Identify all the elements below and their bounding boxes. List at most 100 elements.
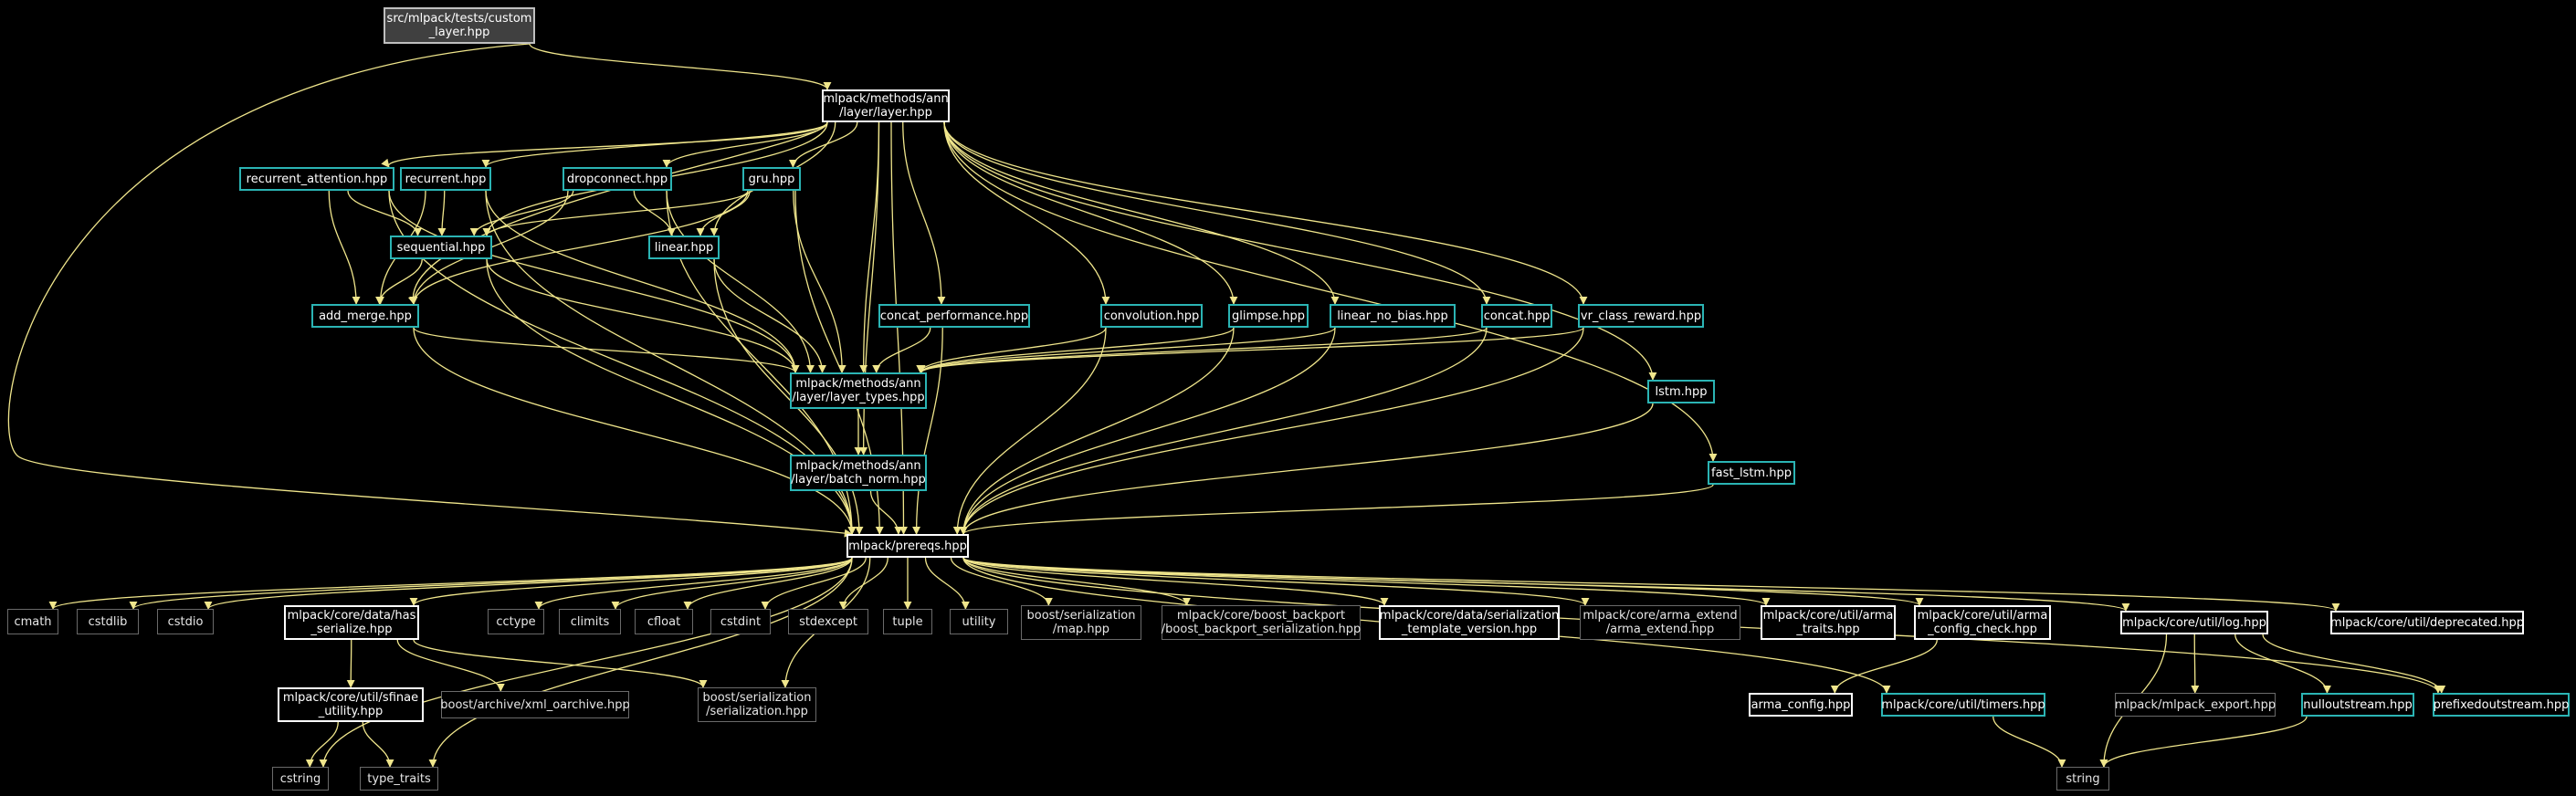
node-climits[interactable]: climits <box>559 609 621 634</box>
node-label: recurrent.hpp <box>405 172 487 186</box>
node-boost-serialization[interactable]: boost/serialization/serialization.hpp <box>698 687 816 722</box>
edge-add-merge-to-layer-types <box>413 327 800 373</box>
edge-layer-to-linear-no-bias <box>943 121 1340 305</box>
node-label: fast_lstm.hpp <box>1711 466 1792 480</box>
node-string[interactable]: string <box>2056 767 2109 791</box>
node-label: concat_performance.hpp <box>879 309 1029 323</box>
edge-concat-performance-to-layer-types <box>872 327 931 373</box>
node-layer-types[interactable]: mlpack/methods/ann/layer/layer_types.hpp <box>790 372 927 409</box>
node-label: mlpack/mlpack_export.hpp <box>2114 697 2276 712</box>
node-linear-no-bias[interactable]: linear_no_bias.hpp <box>1330 304 1456 328</box>
node-boost-map[interactable]: boost/serialization/map.hpp <box>1021 605 1141 640</box>
edge-nulloutstream-to-string <box>2099 716 2308 768</box>
node-fast-lstm[interactable]: fast_lstm.hpp <box>1708 461 1795 485</box>
node-boost-backport[interactable]: mlpack/core/boost_backport/boost_backpor… <box>1162 605 1361 640</box>
node-label-line: _traits.hpp <box>1796 623 1860 636</box>
node-arma-extend[interactable]: mlpack/core/arma_extend/arma_extend.hpp <box>1580 605 1740 640</box>
node-sfinae-utility[interactable]: mlpack/core/util/sfinae_utility.hpp <box>278 687 424 722</box>
node-arma-traits[interactable]: mlpack/core/util/arma_traits.hpp <box>1761 605 1896 640</box>
node-cstring[interactable]: cstring <box>272 767 329 791</box>
edge-prereqs-to-type-traits <box>428 557 853 768</box>
edge-prereqs-to-serialization-template-version <box>962 557 1389 606</box>
edge-dropconnect-to-layer-types <box>666 190 815 373</box>
node-mlpack-export[interactable]: mlpack/mlpack_export.hpp <box>2115 693 2276 717</box>
node-label-line: mlpack/methods/ann <box>823 92 949 106</box>
edge-prereqs-to-boost-backport <box>962 557 1191 606</box>
node-sequential[interactable]: sequential.hpp <box>390 236 492 259</box>
node-dropconnect[interactable]: dropconnect.hpp <box>563 167 672 191</box>
edge-add-merge-to-prereqs <box>413 327 857 535</box>
edge-convolution-to-layer-types <box>916 327 1107 373</box>
edge-gru-to-layer-types <box>793 190 846 373</box>
node-type-traits[interactable]: type_traits <box>360 767 438 791</box>
edge-prereqs-to-arma-extend <box>962 557 1590 606</box>
node-label: recurrent_attention.hpp <box>246 172 388 186</box>
edge-vr-class-reward-to-prereqs <box>959 327 1584 535</box>
node-deprecated[interactable]: mlpack/core/util/deprecated.hpp <box>2330 611 2524 634</box>
node-label: cmath <box>14 614 52 629</box>
edge-glimpse-to-prereqs <box>959 327 1235 535</box>
edge-prereqs-to-utility <box>924 557 970 610</box>
node-concat-performance[interactable]: concat_performance.hpp <box>878 304 1030 328</box>
node-convolution[interactable]: convolution.hpp <box>1100 304 1203 328</box>
node-batch-norm[interactable]: mlpack/methods/ann/layer/batch_norm.hpp <box>790 455 927 491</box>
edge-prereqs-to-boost-map <box>950 557 1053 606</box>
node-layer[interactable]: mlpack/methods/ann/layer/layer.hpp <box>822 89 950 122</box>
node-label: tuple <box>892 614 923 629</box>
node-has-serialize[interactable]: mlpack/core/data/has_serialize.hpp <box>284 605 419 640</box>
node-label: cfloat <box>647 614 681 629</box>
edge-log-to-nulloutstream <box>2234 634 2331 694</box>
node-gru[interactable]: gru.hpp <box>742 167 801 191</box>
node-log[interactable]: mlpack/core/util/log.hpp <box>2120 611 2268 634</box>
node-recurrent[interactable]: recurrent.hpp <box>400 167 491 191</box>
edge-prereqs-to-log <box>962 557 2130 612</box>
node-lstm[interactable]: lstm.hpp <box>1647 380 1715 403</box>
node-cstdint[interactable]: cstdint <box>710 609 771 634</box>
node-concat[interactable]: concat.hpp <box>1481 304 1552 328</box>
node-cmath[interactable]: cmath <box>7 609 58 634</box>
node-label: mlpack/core/util/log.hpp <box>2122 615 2266 630</box>
node-label-line: mlpack/core/util/sfinae <box>282 691 419 705</box>
node-label: mlpack/core/util/timers.hpp <box>1881 697 2045 712</box>
edge-lstm-to-prereqs <box>959 403 1654 535</box>
node-timers[interactable]: mlpack/core/util/timers.hpp <box>1881 693 2045 717</box>
node-linear[interactable]: linear.hpp <box>648 236 720 259</box>
node-label-line: mlpack/methods/ann <box>795 377 921 391</box>
node-recurrent-attention[interactable]: recurrent_attention.hpp <box>239 167 394 191</box>
node-cstdlib[interactable]: cstdlib <box>77 609 139 634</box>
node-label-line: _utility.hpp <box>318 705 384 718</box>
edge-prereqs-to-deprecated <box>962 557 2340 612</box>
edge-prereqs-to-stdexcept <box>838 557 888 610</box>
node-label-line: src/mlpack/tests/custom <box>386 12 532 26</box>
edge-custom-layer-to-layer <box>529 43 832 90</box>
node-arma-config-check[interactable]: mlpack/core/util/arma_config_check.hpp <box>1914 605 2051 640</box>
edge-log-to-prefixedoutstream <box>2262 634 2446 694</box>
edge-convolution-to-prereqs <box>952 327 1107 535</box>
node-utility[interactable]: utility <box>950 609 1008 634</box>
node-custom-layer[interactable]: src/mlpack/tests/custom_layer.hpp <box>384 7 535 44</box>
node-xml-oarchive[interactable]: boost/archive/xml_oarchive.hpp <box>440 691 630 718</box>
node-prereqs[interactable]: mlpack/prereqs.hpp <box>846 534 969 558</box>
node-label-line: /layer/batch_norm.hpp <box>791 473 926 487</box>
node-label-line: mlpack/methods/ann <box>795 459 921 473</box>
node-cstdio[interactable]: cstdio <box>157 609 214 634</box>
node-serialization-template-version[interactable]: mlpack/core/data/serialization_template_… <box>1379 605 1560 640</box>
node-label: string <box>2066 771 2100 786</box>
node-glimpse[interactable]: glimpse.hpp <box>1228 304 1309 328</box>
node-cfloat[interactable]: cfloat <box>635 609 693 634</box>
node-nulloutstream[interactable]: nulloutstream.hpp <box>2301 693 2414 717</box>
node-tuple[interactable]: tuple <box>883 609 932 634</box>
node-add-merge[interactable]: add_merge.hpp <box>311 304 419 328</box>
node-cctype[interactable]: cctype <box>488 609 544 634</box>
edge-layer-to-layer-types <box>859 121 880 373</box>
node-vr-class-reward[interactable]: vr_class_reward.hpp <box>1578 304 1704 328</box>
node-prefixedoutstream[interactable]: prefixedoutstream.hpp <box>2433 693 2570 717</box>
node-label: boost/archive/xml_oarchive.hpp <box>440 697 630 712</box>
node-arma-config[interactable]: arma_config.hpp <box>1749 693 1853 717</box>
node-label-line: mlpack/core/util/arma <box>1917 609 2048 623</box>
node-stdexcept[interactable]: stdexcept <box>788 609 868 634</box>
node-label: convolution.hpp <box>1103 309 1200 323</box>
edge-gru-to-sequential <box>482 190 749 236</box>
node-label-line: /layer/layer.hpp <box>839 106 932 120</box>
